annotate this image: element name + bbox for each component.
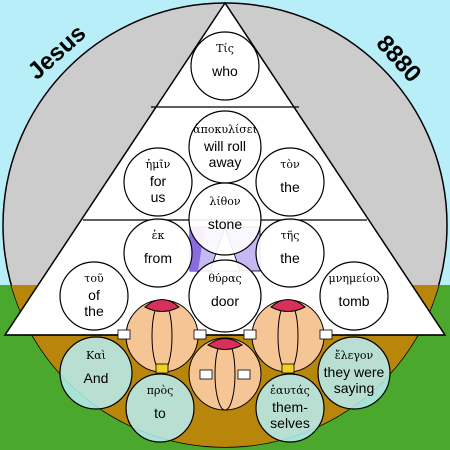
english-word: tomb bbox=[338, 293, 369, 309]
greek-word: ἔλεγον bbox=[335, 349, 374, 362]
word-circle bbox=[188, 259, 262, 333]
english-word: us bbox=[151, 189, 166, 205]
word-circle bbox=[319, 261, 389, 331]
english-word: stone bbox=[208, 216, 242, 232]
word-circle bbox=[123, 147, 193, 217]
word-circle bbox=[59, 336, 133, 410]
english-word: And bbox=[84, 370, 109, 386]
word-circle bbox=[317, 336, 391, 410]
english-word: the bbox=[84, 303, 104, 319]
english-word: saying bbox=[334, 380, 374, 396]
greek-word: θύρας bbox=[208, 272, 241, 285]
english-word: for bbox=[150, 173, 167, 189]
english-word: door bbox=[211, 293, 239, 309]
greek-word: ἀποκυλίσει bbox=[193, 123, 257, 136]
greek-word: ἐκ bbox=[152, 229, 165, 242]
greek-word: ἡμῖν bbox=[146, 158, 171, 171]
english-word: from bbox=[144, 250, 172, 266]
english-word: will roll bbox=[203, 138, 246, 154]
english-word: to bbox=[154, 405, 166, 421]
word-circle bbox=[59, 261, 129, 331]
word-circle bbox=[255, 218, 325, 288]
word-circle bbox=[188, 182, 262, 256]
word-circle bbox=[123, 218, 193, 288]
word-circle bbox=[255, 373, 325, 443]
greek-word: Τίς bbox=[216, 42, 234, 55]
greek-word: τῆς bbox=[281, 229, 300, 242]
greek-word: ἑαυτάς bbox=[270, 384, 310, 397]
greek-word: τὸν bbox=[280, 158, 300, 171]
english-word: they were bbox=[324, 364, 385, 380]
word-circle bbox=[190, 31, 260, 101]
greek-word: τοῦ bbox=[84, 272, 104, 285]
tomb-decoration bbox=[117, 299, 333, 411]
greek-word: πρὸς bbox=[147, 384, 173, 397]
word-circle bbox=[255, 147, 325, 217]
english-word: the bbox=[280, 179, 300, 195]
english-word: them- bbox=[272, 399, 308, 415]
greek-word: λίθον bbox=[209, 195, 241, 208]
english-word: away bbox=[209, 154, 242, 170]
greek-word: μνημείου bbox=[329, 272, 380, 285]
english-word: who bbox=[211, 63, 238, 79]
english-word: of bbox=[88, 287, 100, 303]
word-circle bbox=[125, 373, 195, 443]
greek-word: Καὶ bbox=[86, 349, 106, 362]
english-word: the bbox=[280, 250, 300, 266]
english-word: selves bbox=[270, 415, 310, 431]
